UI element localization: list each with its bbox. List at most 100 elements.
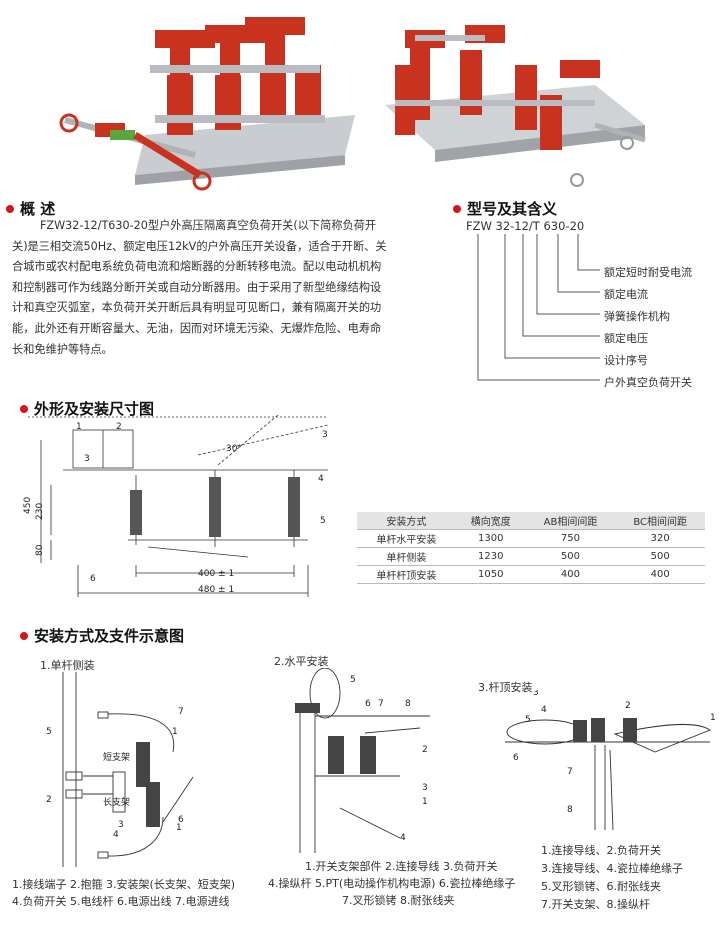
svg-text:3: 3 bbox=[422, 783, 428, 793]
bullet-icon bbox=[20, 631, 28, 640]
angle-label: 30° bbox=[226, 444, 242, 454]
product-photo-right bbox=[385, 25, 646, 187]
overview-line: 关)是三相交流50Hz、额定电压12kV的户外高压开关设备，适合于开断、关 bbox=[12, 239, 387, 253]
svg-text:3: 3 bbox=[118, 820, 124, 830]
table-cell: 500 bbox=[525, 547, 616, 566]
table-cell: 400 bbox=[615, 565, 705, 584]
svg-text:1: 1 bbox=[172, 727, 178, 737]
product-photo-left bbox=[59, 17, 355, 191]
dim-480: 480 ± 1 bbox=[198, 585, 234, 595]
table-header: AB相间间距 bbox=[525, 512, 616, 530]
model-item: 设计序号 bbox=[604, 354, 648, 367]
bullet-icon bbox=[20, 404, 28, 413]
svg-text:5: 5 bbox=[46, 727, 52, 737]
top-caption-line: 5.叉形锁铐、6.耐张线夹 bbox=[541, 880, 661, 893]
horizontal-caption-line: 4.操纵杆 5.PT(电动操作机构电源) 6.瓷拉棒绝缘子 bbox=[268, 877, 516, 890]
bullet-icon bbox=[453, 204, 461, 213]
dim-80: 80 bbox=[35, 544, 45, 556]
table-header: 横向宽度 bbox=[455, 512, 526, 530]
callout-3: 3 bbox=[84, 454, 90, 464]
horizontal-caption-line: 7.叉形锁铐 8.耐张线夹 bbox=[342, 894, 455, 907]
svg-text:6: 6 bbox=[365, 699, 371, 709]
model-leader-lines bbox=[477, 234, 600, 381]
model-item: 弹簧操作机构 bbox=[604, 310, 670, 323]
overview-paragraph: FZW32-12/T630-20型户外高压隔离真空负荷开关(以下简称负荷开 关)… bbox=[12, 216, 438, 360]
overview-line: 和控制器可作为线路分断开关或自动分断器用。由于采用了新型绝缘结构设 bbox=[12, 280, 382, 294]
svg-text:4: 4 bbox=[400, 833, 406, 843]
table-cell: 单杆水平安装 bbox=[357, 529, 456, 548]
model-item: 额定短时耐受电流 bbox=[604, 266, 692, 279]
svg-text:4: 4 bbox=[541, 705, 547, 715]
top-caption-line: 3.连接导线、4.瓷拉棒绝缘子 bbox=[541, 862, 683, 875]
side-mount-title: 1.单杆侧装 bbox=[40, 659, 95, 672]
model-item: 额定电压 bbox=[604, 332, 648, 345]
svg-text:2: 2 bbox=[422, 745, 428, 755]
table-row: 单杆水平安装 1300 750 320 bbox=[357, 529, 705, 548]
model-code: FZW 32-12/T 630-20 bbox=[466, 219, 585, 233]
table-row: 单杆侧装 1230 500 500 bbox=[357, 547, 705, 566]
bullet-icon bbox=[6, 204, 14, 213]
table-cell: 400 bbox=[525, 565, 616, 584]
callout-5: 5 bbox=[320, 516, 326, 526]
overview-heading: 概 述 bbox=[6, 198, 55, 219]
callout-4: 4 bbox=[318, 474, 324, 484]
table-cell: 320 bbox=[615, 529, 705, 548]
svg-text:7: 7 bbox=[567, 767, 573, 777]
callout-2: 2 bbox=[116, 422, 122, 432]
side-caption-line: 4.负荷开关 5.电线杆 6.电源出线 7.电源进线 bbox=[12, 895, 230, 908]
svg-text:1: 1 bbox=[710, 713, 716, 723]
horizontal-caption-line: 1.开关支架部件 2.连接导线 3.负荷开关 bbox=[305, 860, 498, 873]
model-item: 额定电流 bbox=[604, 288, 648, 301]
table-cell: 1230 bbox=[455, 547, 526, 566]
svg-text:8: 8 bbox=[567, 805, 573, 815]
svg-text:1: 1 bbox=[176, 823, 182, 833]
side-caption-line: 1.接线端子 2.抱箍 3.安装架(长支架、短支架) bbox=[12, 878, 236, 891]
short-bracket-label: 短支架 bbox=[103, 751, 130, 763]
top-caption-line: 7.开关支架、8.操纵杆 bbox=[541, 898, 650, 911]
installation-spec-table: 安装方式 横向宽度 AB相间间距 BC相间间距 单杆水平安装 1300 750 … bbox=[357, 512, 705, 584]
table-header: BC相间间距 bbox=[615, 512, 705, 530]
top-mount-drawing: 345 6 2 1 7 8 bbox=[505, 690, 716, 830]
top-mount-title: 3.杆顶安装 bbox=[478, 681, 533, 694]
table-cell: 单杆杆顶安装 bbox=[357, 565, 456, 584]
table-cell: 1300 bbox=[455, 529, 526, 548]
table-header-row: 安装方式 横向宽度 AB相间间距 BC相间间距 bbox=[357, 512, 705, 530]
long-bracket-label: 长支架 bbox=[103, 796, 130, 808]
callout-6: 6 bbox=[90, 574, 96, 584]
overview-line: 能，此外还有开断容量大、无油，因而对环境无污染、无爆炸危险、电寿命 bbox=[12, 321, 382, 335]
dimensions-heading: 外形及安装尺寸图 bbox=[20, 398, 154, 419]
overview-line: 长和免维护等特点。 bbox=[12, 342, 113, 356]
table-row: 单杆杆顶安装 1050 400 400 bbox=[357, 565, 705, 584]
svg-text:5: 5 bbox=[525, 715, 531, 725]
svg-text:1: 1 bbox=[422, 797, 428, 807]
callout-3b: 3 bbox=[322, 430, 328, 440]
overview-line: FZW32-12/T630-20型户外高压隔离真空负荷开关(以下简称负荷开 bbox=[40, 219, 377, 232]
dim-450: 450 bbox=[23, 497, 33, 514]
svg-text:6: 6 bbox=[178, 815, 184, 825]
svg-text:2: 2 bbox=[625, 701, 631, 711]
table-cell: 单杆侧装 bbox=[357, 547, 456, 566]
svg-text:6: 6 bbox=[513, 753, 519, 763]
svg-text:8: 8 bbox=[405, 699, 411, 709]
svg-text:7: 7 bbox=[378, 699, 384, 709]
svg-text:2: 2 bbox=[46, 795, 52, 805]
dim-400: 400 ± 1 bbox=[198, 569, 234, 579]
install-heading: 安装方式及支件示意图 bbox=[20, 625, 184, 646]
table-cell: 500 bbox=[615, 547, 705, 566]
dimension-drawing: 30° 450 230 80 400 ± 1 480 ± 1 1 2 3 3 4… bbox=[23, 415, 329, 597]
table-cell: 750 bbox=[525, 529, 616, 548]
top-caption-line: 1.连接导线、2.负荷开关 bbox=[541, 844, 661, 857]
overview-line: 合城市或农村配电系统负荷电流和熔断器的分断转移电流。配以电动机机构 bbox=[12, 260, 382, 274]
horizontal-mount-title: 2.水平安装 bbox=[274, 655, 329, 668]
side-mount-drawing: 短支架 长支架 52 34 71 61 bbox=[46, 672, 194, 867]
dim-230: 230 bbox=[35, 503, 45, 520]
svg-text:5: 5 bbox=[350, 675, 356, 685]
svg-text:4: 4 bbox=[113, 830, 119, 840]
callout-1: 1 bbox=[76, 422, 82, 432]
table-cell: 1050 bbox=[455, 565, 526, 584]
svg-text:3: 3 bbox=[533, 690, 539, 698]
model-item: 户外真空负荷开关 bbox=[604, 376, 692, 389]
model-heading: 型号及其含义 bbox=[453, 198, 557, 219]
overview-line: 计和真空灭弧室，本负荷开关开断后具有明显可见断口，兼有隔离开关的功 bbox=[12, 301, 382, 315]
